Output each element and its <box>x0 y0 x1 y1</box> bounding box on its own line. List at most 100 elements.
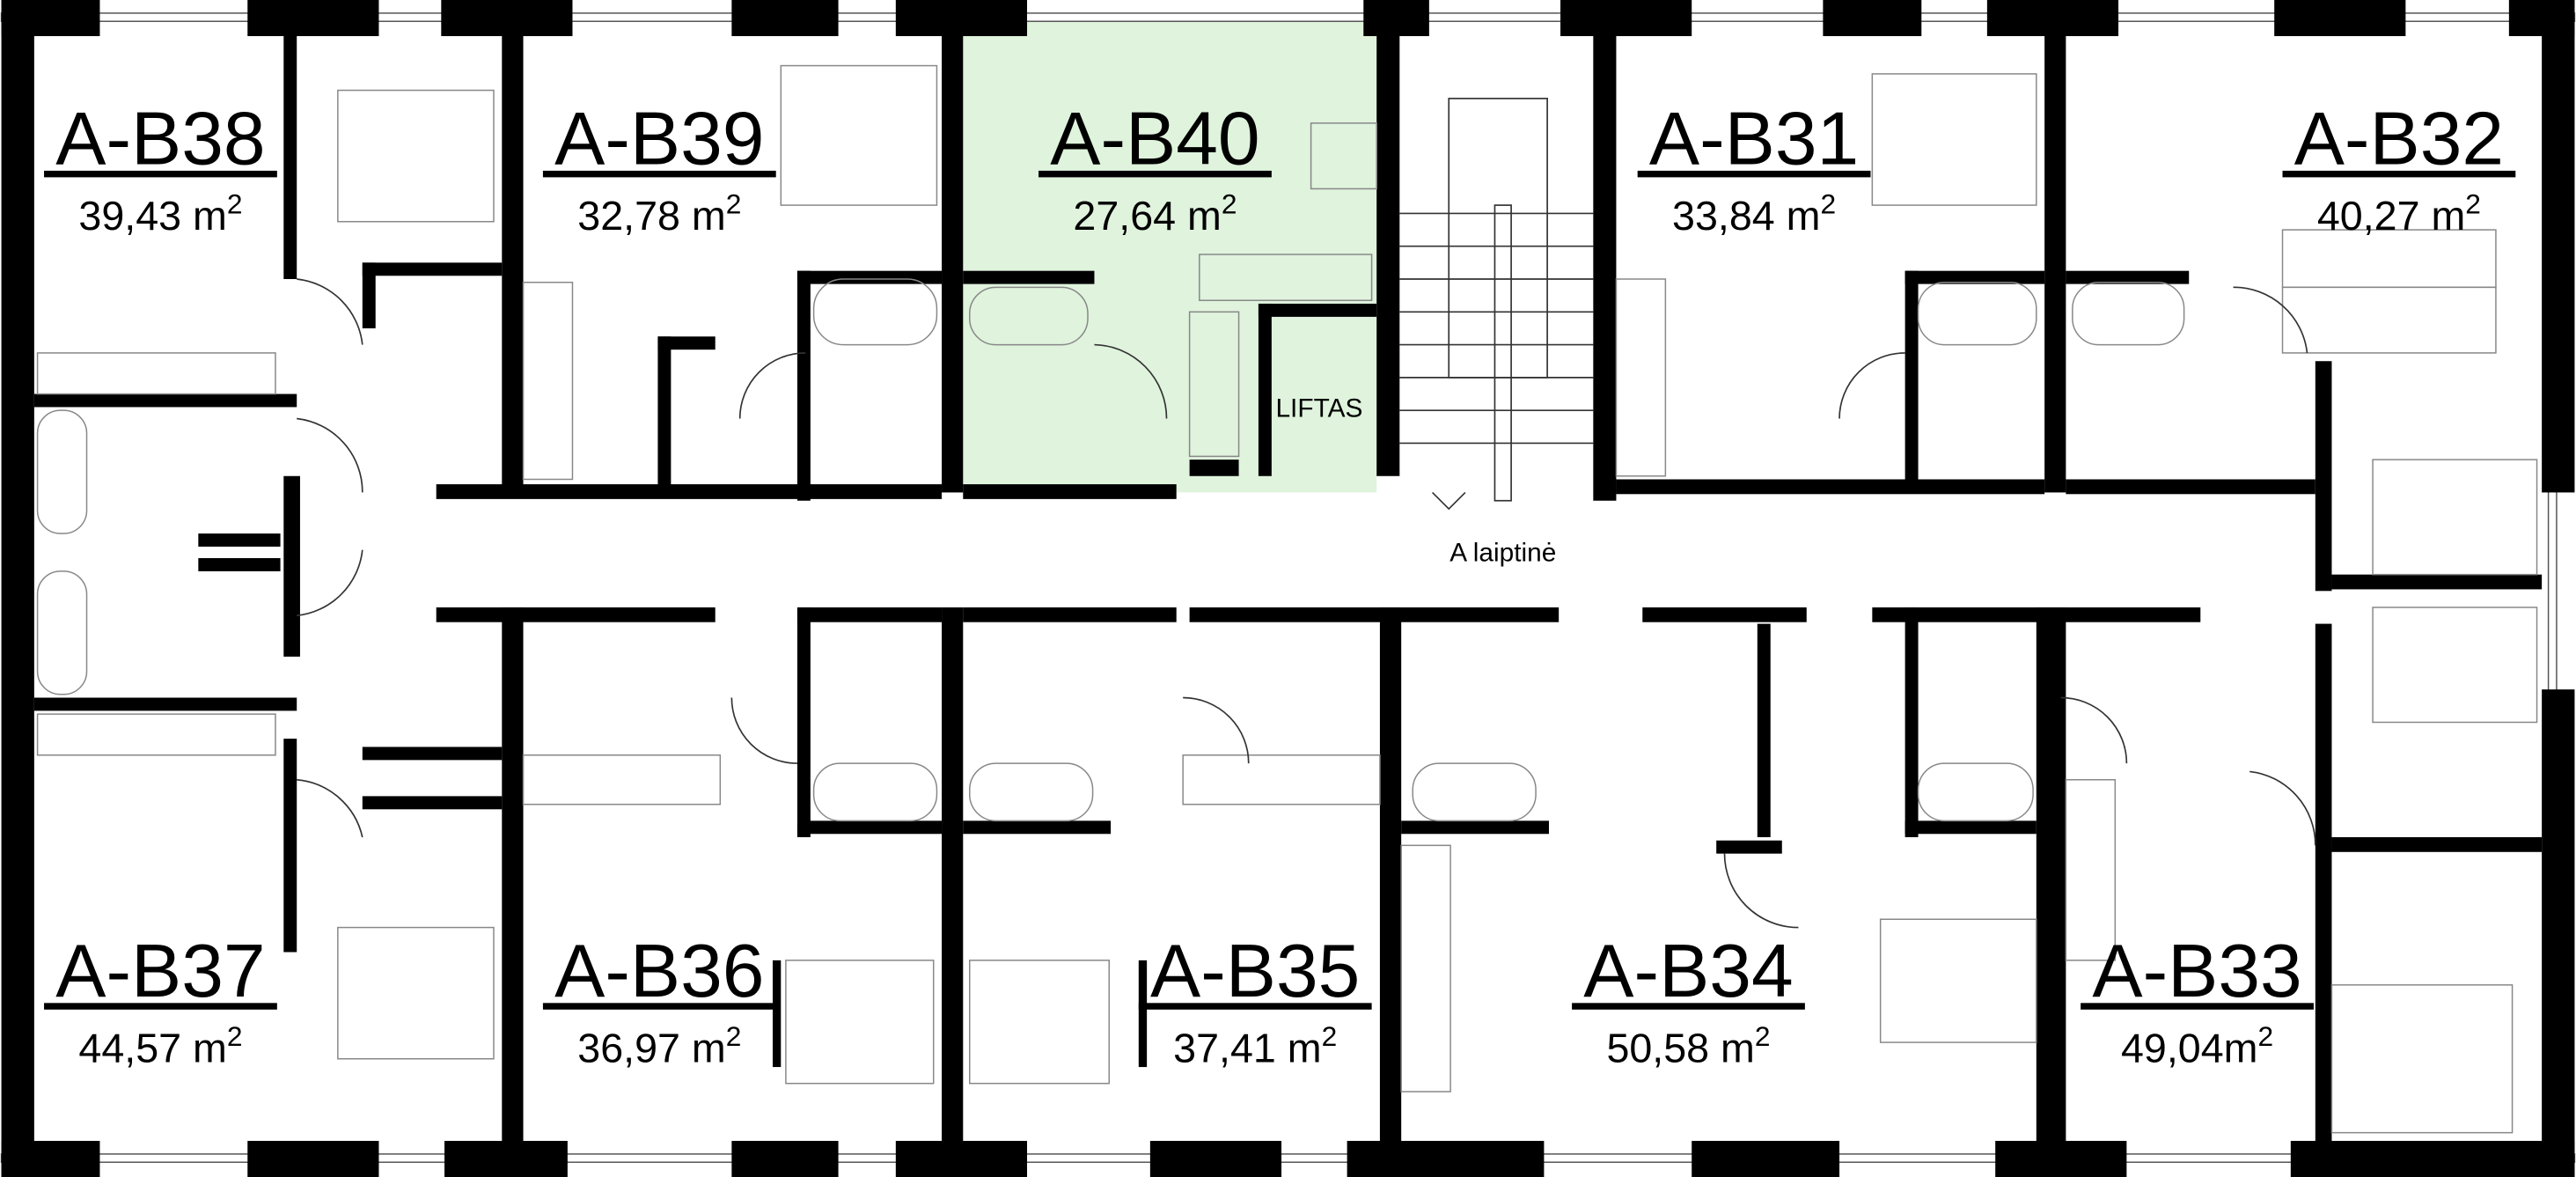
unit-id: A-B32 <box>2294 96 2504 180</box>
wall <box>2542 689 2575 1177</box>
unit-id-underline <box>1038 170 1272 178</box>
wall <box>2274 0 2406 37</box>
unit-id: A-B36 <box>554 929 764 1013</box>
wall <box>1757 623 1771 838</box>
wall <box>441 0 573 37</box>
door-swing <box>2233 286 2308 354</box>
fixture <box>1188 311 1240 458</box>
unit-area: 50,58 m2 <box>1606 1020 1770 1071</box>
fixture <box>812 278 938 346</box>
fixture <box>36 570 88 695</box>
unit-area-value: 27,64 m <box>1073 193 1221 239</box>
wall <box>1904 270 1919 493</box>
fixture <box>2072 281 2185 346</box>
fixture <box>2372 607 2538 724</box>
fixture <box>2330 984 2514 1134</box>
door-swing <box>297 417 363 493</box>
wall <box>657 336 716 350</box>
wall <box>33 697 297 711</box>
wall <box>731 1140 839 1177</box>
wall <box>2331 574 2543 590</box>
wall <box>895 0 1028 37</box>
wall <box>362 262 376 328</box>
fixture <box>785 960 935 1085</box>
fixture <box>1615 278 1667 477</box>
door-swing <box>2060 696 2128 764</box>
wall <box>2331 837 2543 852</box>
fixture <box>1412 762 1537 822</box>
wall <box>1363 0 1429 37</box>
fixture <box>1871 73 2037 206</box>
wall <box>1376 33 1400 476</box>
wall <box>2066 479 2315 495</box>
unit-label: A-B34 50,58 m2 <box>1572 929 1805 1071</box>
unit-area-superscript: 2 <box>227 188 243 219</box>
unit-id-underline <box>1138 1003 1372 1010</box>
wall <box>963 820 1112 835</box>
unit-area: 36,97 m2 <box>577 1020 741 1071</box>
wall <box>1823 0 1922 37</box>
door-swing <box>297 549 363 617</box>
stair-railing <box>1493 204 1512 502</box>
wall <box>2044 33 2066 493</box>
wall <box>1138 960 1148 1068</box>
wall <box>963 270 1095 284</box>
fixture <box>1310 122 1377 190</box>
unit-area: 39,43 m2 <box>78 188 242 239</box>
wall <box>1616 479 2045 495</box>
unit-area-superscript: 2 <box>1322 1020 1338 1052</box>
unit-area-superscript: 2 <box>227 1020 243 1052</box>
unit-id: A-B39 <box>554 96 764 180</box>
wall <box>502 607 524 1150</box>
wall <box>1 1140 100 1177</box>
unit-region-a-b37[interactable] <box>34 710 502 1141</box>
unit-area: 49,04m2 <box>2121 1020 2273 1071</box>
doors <box>297 278 2316 929</box>
unit-area-value: 32,78 m <box>577 193 725 239</box>
unit-id: A-B35 <box>1150 929 1360 1013</box>
wall <box>1379 607 1402 1150</box>
unit-area: 27,64 m2 <box>1073 188 1237 239</box>
unit-id-underline <box>1572 1003 1805 1010</box>
window <box>0 12 2576 22</box>
fixture <box>812 762 938 822</box>
unit-area-value: 40,27 m <box>2317 193 2465 239</box>
fixture <box>36 409 88 534</box>
stair-landing <box>1448 98 1548 379</box>
fixture <box>968 762 1094 822</box>
wall <box>198 533 281 547</box>
wall <box>796 820 943 835</box>
wall <box>362 747 503 761</box>
wall <box>1716 840 1782 854</box>
wall <box>796 607 811 838</box>
unit-id: A-B40 <box>1050 96 1259 180</box>
wall <box>2036 607 2066 1150</box>
unit-id: A-B34 <box>1583 929 1793 1013</box>
fixture <box>1400 844 1451 1092</box>
wall <box>2290 1140 2575 1177</box>
unit-area-value: 49,04m <box>2121 1025 2257 1070</box>
fixture <box>968 286 1089 346</box>
wall <box>963 607 1177 622</box>
door-swing <box>297 278 363 345</box>
unit-id: A-B37 <box>55 929 265 1013</box>
wall <box>1 0 34 1177</box>
wall <box>362 796 503 810</box>
fixture <box>36 352 276 395</box>
wall <box>1593 33 1617 501</box>
wall <box>1904 607 1919 838</box>
fixture <box>2281 229 2497 289</box>
fixture <box>337 926 495 1060</box>
wall <box>2315 361 2332 592</box>
door-swing <box>730 697 797 764</box>
door-swing <box>1183 696 1250 764</box>
wall <box>942 607 964 1150</box>
stairs <box>1399 98 1594 511</box>
fixture <box>2065 778 2117 961</box>
fixture <box>522 754 722 806</box>
